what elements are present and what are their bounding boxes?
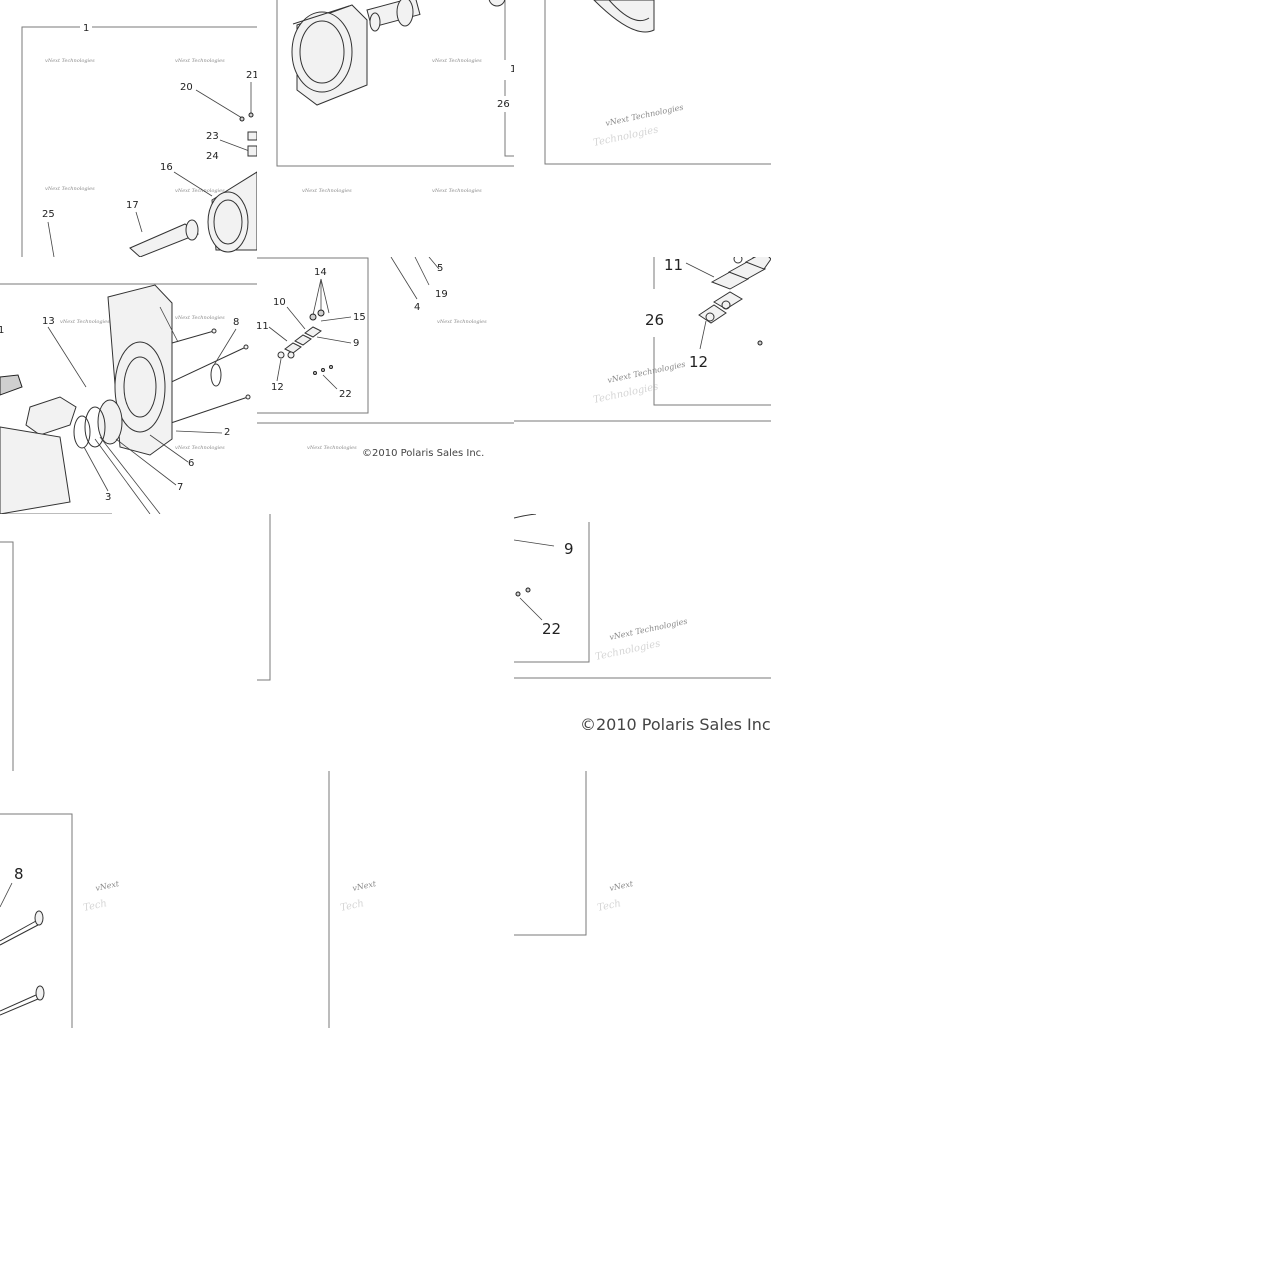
watermark: vNext Technologies xyxy=(607,360,687,385)
callout-16: 16 xyxy=(160,162,173,173)
callout-1: 1 xyxy=(510,64,514,75)
watermark: vNext Technologies xyxy=(432,58,482,64)
callout-17: 17 xyxy=(126,200,139,211)
watermark: vNext Technologies xyxy=(302,188,352,194)
copyright: ©2010 Polaris Sales Inc. xyxy=(580,715,771,734)
callout-5: 5 xyxy=(437,263,443,274)
callout-26: 26 xyxy=(645,311,664,329)
exploded-view-fragment: 14 10 11 15 9 12 22 4 5 19 vNext Technol… xyxy=(257,257,514,459)
exploded-view-fragment: vNext Technologies Technologies xyxy=(544,0,771,165)
watermark: Technologies xyxy=(592,124,659,149)
exploded-view-fragment: vNext Tech xyxy=(328,771,378,1028)
callout-10: 10 xyxy=(273,297,286,308)
watermark: vNext Technologies xyxy=(605,103,685,128)
watermark: vNext xyxy=(95,879,121,893)
exploded-view-fragment: 8 2 vNext Tech xyxy=(0,813,121,1028)
diagram-tile-bottom-center: vNext Tech xyxy=(257,771,514,1028)
callout-4: 4 xyxy=(414,302,420,313)
callout-12: 12 xyxy=(689,353,708,371)
exploded-view-fragment: 1 13 18 8 2 6 7 3 vNext Technologies vNe… xyxy=(0,283,257,514)
diagram-tile-housing-top: 1 26 vNext Technologies vNext Technologi… xyxy=(257,0,514,257)
exploded-view-fragment: 1 vNext Technologies vNext Technologies … xyxy=(21,23,257,257)
watermark: Tech xyxy=(339,898,365,914)
watermark: vNext Technologies xyxy=(437,319,487,325)
callout-13: 13 xyxy=(42,316,55,327)
diagram-tile-frame-center xyxy=(257,514,514,771)
callout-19: 19 xyxy=(435,289,448,300)
callout-26: 26 xyxy=(497,99,510,110)
watermark: vNext xyxy=(352,879,378,893)
diagram-tile-rods-zoom: 8 2 vNext Tech xyxy=(0,771,257,1028)
diagram-tile-brake-zoom: 11 26 12 vNext Technologies Technologies xyxy=(514,257,771,514)
callout-14: 14 xyxy=(314,267,327,278)
watermark: Tech xyxy=(82,898,108,914)
watermark: vNext Technologies xyxy=(175,188,225,194)
callout-3: 3 xyxy=(105,492,111,503)
diagram-tile-bottom-right: vNext Tech xyxy=(514,771,771,1028)
callout-1: 1 xyxy=(0,325,4,336)
diagram-tile-housing-zoom: vNext Technologies Technologies xyxy=(514,0,771,257)
callout-24: 24 xyxy=(206,151,219,162)
watermark: vNext Technologies xyxy=(609,617,689,642)
exploded-view-fragment: 11 26 12 vNext Technologies Technologies xyxy=(514,257,771,422)
watermark: Technologies xyxy=(594,638,661,663)
callout-23: 23 xyxy=(206,131,219,142)
diagram-tile-winch-exploded: 1 13 18 8 2 6 7 3 vNext Technologies vNe… xyxy=(0,257,257,514)
exploded-view-fragment: 9 22 vNext Technologies Technologies ©20… xyxy=(514,514,771,734)
watermark: Tech xyxy=(596,898,622,914)
watermark: vNext Technologies xyxy=(175,445,225,451)
watermark: vNext Technologies xyxy=(175,58,225,64)
callout-1: 1 xyxy=(83,23,89,34)
callout-9: 9 xyxy=(353,338,359,349)
callout-22: 22 xyxy=(339,389,352,400)
callout-11: 11 xyxy=(664,257,683,274)
callout-9: 9 xyxy=(564,540,574,558)
diagram-tile-zoom-copyright: 9 22 vNext Technologies Technologies ©20… xyxy=(514,514,771,771)
callout-11: 11 xyxy=(257,321,269,332)
copyright: ©2010 Polaris Sales Inc. xyxy=(362,448,484,459)
exploded-view-fragment: vNext Tech xyxy=(514,771,635,936)
exploded-view-fragment: 1 26 vNext Technologies vNext Technologi… xyxy=(276,0,514,194)
callout-22: 22 xyxy=(542,620,561,638)
callout-2: 2 xyxy=(224,427,230,438)
diagram-tile-frame-edge xyxy=(0,514,257,771)
watermark: vNext Technologies xyxy=(307,445,357,451)
watermark: vNext Technologies xyxy=(45,186,95,192)
watermark: vNext Technologies xyxy=(432,188,482,194)
diagram-tile-overview-top-left: 1 vNext Technologies vNext Technologies … xyxy=(0,0,257,257)
watermark: vNext Technologies xyxy=(175,315,225,321)
watermark: Technologies xyxy=(592,381,659,406)
callout-21: 21 xyxy=(246,70,257,81)
watermark: vNext Technologies xyxy=(45,58,95,64)
watermark: vNext xyxy=(609,879,635,893)
callout-15: 15 xyxy=(353,312,366,323)
diagram-tile-brake-assembly: 14 10 11 15 9 12 22 4 5 19 vNext Technol… xyxy=(257,257,514,514)
callout-8: 8 xyxy=(14,865,24,883)
callout-25: 25 xyxy=(42,209,55,220)
callout-12: 12 xyxy=(271,382,284,393)
callout-8: 8 xyxy=(233,317,239,328)
watermark: vNext Technologies xyxy=(60,319,110,325)
callout-7: 7 xyxy=(177,482,183,493)
callout-6: 6 xyxy=(188,458,194,469)
callout-20: 20 xyxy=(180,82,193,93)
